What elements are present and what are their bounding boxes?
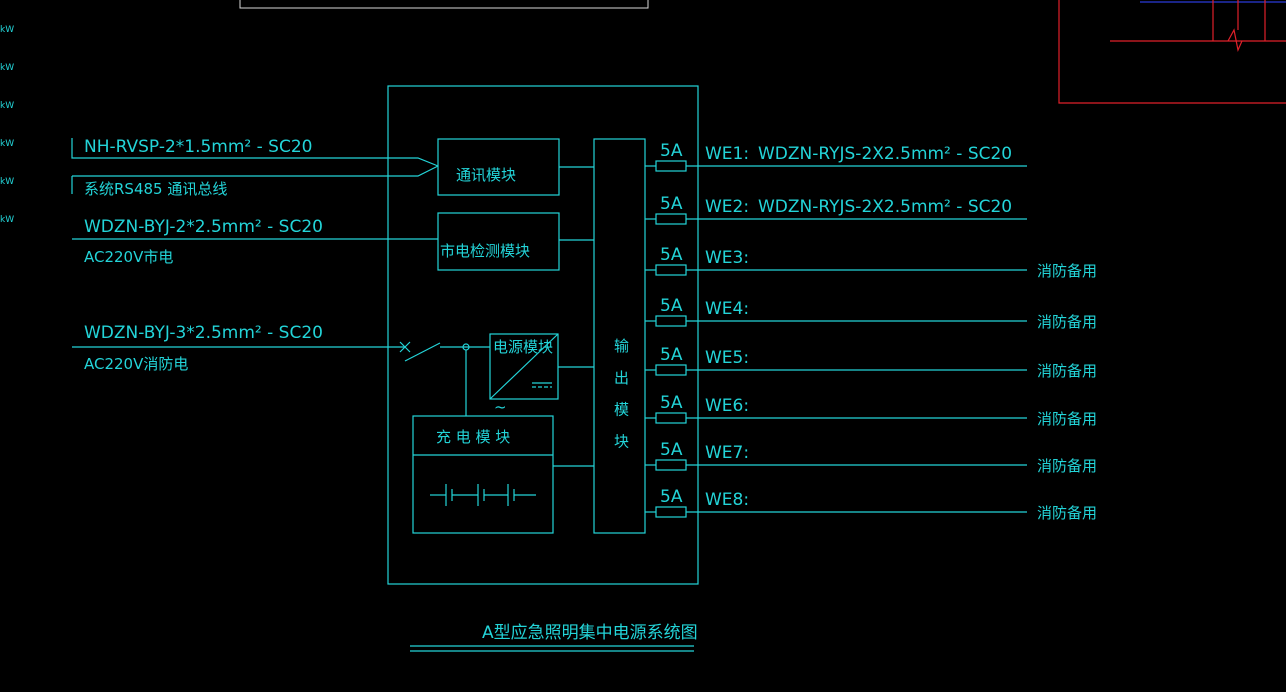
margin-mark: kW: [0, 177, 14, 187]
battery-symbol: [430, 484, 536, 506]
fuse-symbol: [655, 412, 687, 424]
circuit-cable: WDZN-RYJS-2X2.5mm² - SC20: [758, 144, 1012, 164]
margin-mark: kW: [0, 25, 14, 35]
mains-detect-module-label: 市电检测模块: [440, 242, 530, 260]
fuse-rating: 5A: [660, 141, 683, 161]
comm-module-label: 通讯模块: [456, 166, 516, 184]
circuit-note: 消防备用: [1037, 504, 1097, 522]
fuse-symbol: [655, 506, 687, 518]
charge-module-label: 充 电 模 块: [436, 428, 510, 446]
input-cable-label: WDZN-BYJ-3*2.5mm² - SC20: [84, 323, 323, 343]
circuit-id: WE7:: [705, 443, 749, 463]
output-branches: 5A WE1: WDZN-RYJS-2X2.5mm² - SC20 5A WE2: WDZ…: [645, 141, 1097, 522]
output-branch-2[interactable]: 5A WE2: WDZN-RYJS-2X2.5mm² - SC20: [645, 194, 1027, 225]
fuse-symbol: [655, 459, 687, 471]
fuse-symbol: [655, 315, 687, 327]
fuse-rating: 5A: [660, 296, 683, 316]
tilde-mark: ~: [494, 398, 507, 416]
circuit-id: WE3:: [705, 248, 749, 268]
output-branch-4[interactable]: 5A WE4: 消防备用: [645, 296, 1097, 331]
power-cabinet-box[interactable]: [387, 85, 699, 585]
charge-module[interactable]: 充 电 模 块: [412, 415, 594, 534]
output-branch-1[interactable]: 5A WE1: WDZN-RYJS-2X2.5mm² - SC20: [645, 141, 1027, 172]
output-branch-6[interactable]: 5A WE6: 消防备用: [645, 393, 1097, 428]
output-module[interactable]: 输 出 模 块: [593, 138, 646, 534]
output-branch-3[interactable]: 5A WE3: 消防备用: [645, 245, 1097, 280]
power-module[interactable]: 电源模块 ~: [489, 333, 594, 416]
input-desc-label: 系统RS485 通讯总线: [84, 180, 227, 198]
output-branch-7[interactable]: 5A WE7: 消防备用: [645, 440, 1097, 475]
input-mains[interactable]: WDZN-BYJ-2*2.5mm² - SC20 AC220V市电: [72, 217, 438, 266]
top-right-fragment: [1058, 0, 1286, 104]
fuse-symbol: [655, 264, 687, 276]
circuit-id: WE2:: [705, 197, 749, 217]
input-cable-label: WDZN-BYJ-2*2.5mm² - SC20: [84, 217, 323, 237]
output-branch-5[interactable]: 5A WE5: 消防备用: [645, 345, 1097, 380]
circuit-id: WE1:: [705, 144, 749, 164]
input-desc-label: AC220V消防电: [84, 355, 188, 373]
mains-detect-module[interactable]: 市电检测模块: [437, 212, 594, 271]
margin-mark: kW: [0, 63, 14, 73]
fuse-symbol: [655, 364, 687, 376]
circuit-note: 消防备用: [1037, 313, 1097, 331]
input-fire-power[interactable]: WDZN-BYJ-3*2.5mm² - SC20 AC220V消防电: [72, 323, 490, 416]
fuse-rating: 5A: [660, 345, 683, 365]
fuse-symbol: [655, 160, 687, 172]
top-frame-fragment: [239, 0, 649, 9]
fuse-rating: 5A: [660, 245, 683, 265]
circuit-note: 消防备用: [1037, 410, 1097, 428]
drawing-title-block: A型应急照明集中电源系统图: [410, 623, 698, 652]
circuit-id: WE5:: [705, 348, 749, 368]
circuit-cable: WDZN-RYJS-2X2.5mm² - SC20: [758, 197, 1012, 217]
input-comm-bus[interactable]: NH-RVSP-2*1.5mm² - SC20 系统RS485 通讯总线: [71, 137, 439, 198]
fuse-rating: 5A: [660, 194, 683, 214]
fuse-rating: 5A: [660, 440, 683, 460]
circuit-id: WE6:: [705, 396, 749, 416]
left-margin-marks: kW kW kW kW kW kW: [0, 25, 14, 225]
fuse-rating: 5A: [660, 487, 683, 507]
circuit-note: 消防备用: [1037, 262, 1097, 280]
drawing-title: A型应急照明集中电源系统图: [482, 623, 698, 643]
fuse-symbol: [655, 213, 687, 225]
input-cable-label: NH-RVSP-2*1.5mm² - SC20: [84, 137, 312, 157]
circuit-id: WE4:: [705, 299, 749, 319]
margin-mark: kW: [0, 215, 14, 225]
input-desc-label: AC220V市电: [84, 248, 173, 266]
circuit-note: 消防备用: [1037, 457, 1097, 475]
circuit-note: 消防备用: [1037, 362, 1097, 380]
output-branch-8[interactable]: 5A WE8: 消防备用: [645, 487, 1097, 522]
margin-mark: kW: [0, 139, 14, 149]
margin-mark: kW: [0, 101, 14, 111]
power-module-label: 电源模块: [493, 338, 553, 356]
comm-module[interactable]: 通讯模块: [437, 138, 594, 196]
output-module-label: 输 出 模 块: [612, 338, 630, 454]
circuit-id: WE8:: [705, 490, 749, 510]
fuse-rating: 5A: [660, 393, 683, 413]
